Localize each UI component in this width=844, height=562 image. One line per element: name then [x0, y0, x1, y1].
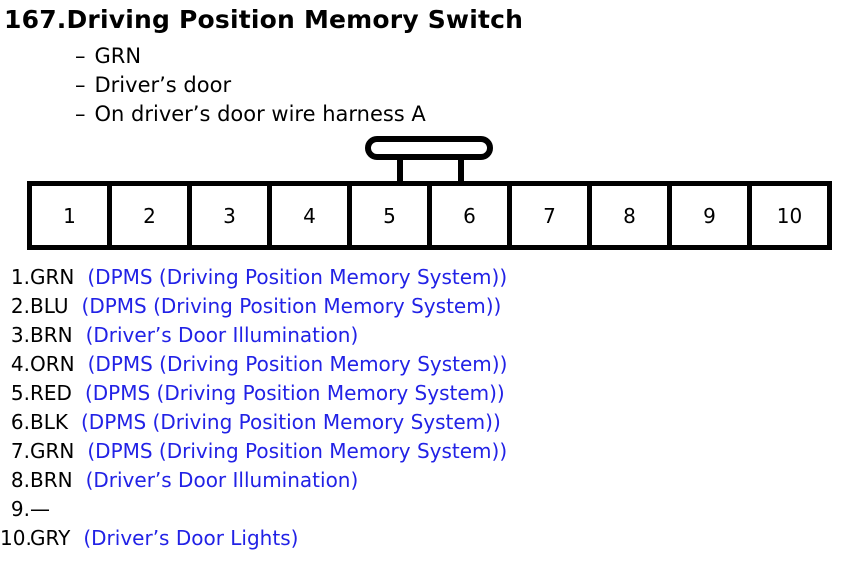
connector-pin-cell: 7: [507, 186, 587, 245]
pin-number-label: 6.: [10, 410, 30, 434]
pin-cell-number: 9: [703, 203, 716, 228]
connector-pin-cell: 9: [667, 186, 747, 245]
pin-color-code: BRN: [30, 323, 73, 347]
connector-pin-cell: 6: [427, 186, 507, 245]
pin-cell-number: 2: [143, 203, 156, 228]
pin-cell-number: 3: [223, 203, 236, 228]
pin-number-label: 3.: [10, 323, 30, 347]
pin-color-code: GRN: [30, 439, 75, 463]
pin-color-code: ORN: [30, 352, 75, 376]
note-text: Driver’s door: [94, 73, 232, 97]
pin-color-code: BLK: [30, 410, 68, 434]
pin-cell-number: 5: [383, 203, 396, 228]
pin-number-label: 5.: [10, 381, 30, 405]
pin-cell-number: 7: [543, 203, 556, 228]
connector-pin-cell: 2: [107, 186, 187, 245]
pin-description: (Driver’s Door Illumination): [85, 468, 359, 492]
pin-cell-number: 6: [463, 203, 476, 228]
connector-pin-cell: 5: [347, 186, 427, 245]
pin-color-code: BLU: [30, 294, 69, 318]
pin-cell-number: 1: [63, 203, 76, 228]
pin-row: 1.GRN (DPMS (Driving Position Memory Syst…: [0, 263, 507, 292]
pin-color-code: GRY: [30, 526, 71, 550]
pin-row: 6.BLK (DPMS (Driving Position Memory Syst…: [0, 408, 507, 437]
connector-pin-cell: 1: [32, 186, 107, 245]
pin-row: 5.RED (DPMS (Driving Position Memory Syst…: [0, 379, 507, 408]
pin-description: (DPMS (Driving Position Memory System)): [87, 265, 508, 289]
pin-number-label: 2.: [10, 294, 30, 318]
pin-row: 4.ORN (DPMS (Driving Position Memory Syst…: [0, 350, 508, 379]
note-dash: –: [75, 73, 86, 97]
pin-color-code: GRN: [30, 265, 75, 289]
pin-description: (DPMS (Driving Position Memory System)): [80, 410, 501, 434]
pin-number-label: 4.: [10, 352, 30, 376]
pin-number-label: 1.: [10, 265, 30, 289]
note-item: –Driver’s door: [75, 71, 426, 100]
pin-color-code: —: [30, 497, 50, 521]
connector-pin-cell: 8: [587, 186, 667, 245]
pin-color-code: BRN: [30, 468, 73, 492]
notes-list: –GRN –Driver’s door –On driver’s door wi…: [75, 42, 426, 129]
pin-description: (DPMS (Driving Position Memory System)): [87, 439, 508, 463]
pin-list: 1.GRN(DPMS (Driving Position Memory Syst…: [0, 263, 507, 553]
pin-number-label: 9.: [10, 497, 30, 521]
connector-pin-cell: 4: [267, 186, 347, 245]
note-text: GRN: [94, 44, 142, 68]
pin-number-label: 7.: [10, 439, 30, 463]
pin-row: 7.GRN (DPMS (Driving Position Memory Syst…: [0, 437, 507, 466]
pin-row: 3.BRN (Driver’s Door Illumination): [0, 321, 507, 350]
pin-cell-number: 10: [776, 203, 803, 228]
pin-description: (Driver’s Door Illumination): [85, 323, 359, 347]
pin-description: (Driver’s Door Lights): [83, 526, 299, 550]
pin-row: 2.BLU (DPMS (Driving Position Memory Syst…: [0, 292, 507, 321]
pin-row: 8.BRN (Driver’s Door Illumination): [0, 466, 507, 495]
pin-cell-number: 4: [303, 203, 316, 228]
pin-description: (DPMS (Driving Position Memory System)): [84, 381, 505, 405]
connector-pin-cell: 10: [747, 186, 827, 245]
pin-row: 9.—: [0, 495, 507, 524]
pin-number-label: 10.: [0, 526, 32, 550]
note-dash: –: [75, 44, 86, 68]
connector-latch-icon: [365, 136, 493, 184]
pin-row: 10.GRY (Driver’s Door Lights): [0, 524, 507, 553]
pin-description: (DPMS (Driving Position Memory System)): [81, 294, 502, 318]
pin-cell-number: 8: [623, 203, 636, 228]
note-dash: –: [75, 102, 86, 126]
pin-number-label: 8.: [10, 468, 30, 492]
pin-color-code: RED: [30, 381, 72, 405]
note-text: On driver’s door wire harness A: [94, 102, 426, 126]
connector-diagram: 1 2 3 4 5 6 7 8 9 10: [27, 181, 832, 250]
page-title: 167.Driving Position Memory Switch: [4, 5, 524, 34]
pin-description: (DPMS (Driving Position Memory System)): [87, 352, 508, 376]
connector-pin-cell: 3: [187, 186, 267, 245]
note-item: –On driver’s door wire harness A: [75, 100, 426, 129]
note-item: –GRN: [75, 42, 426, 71]
